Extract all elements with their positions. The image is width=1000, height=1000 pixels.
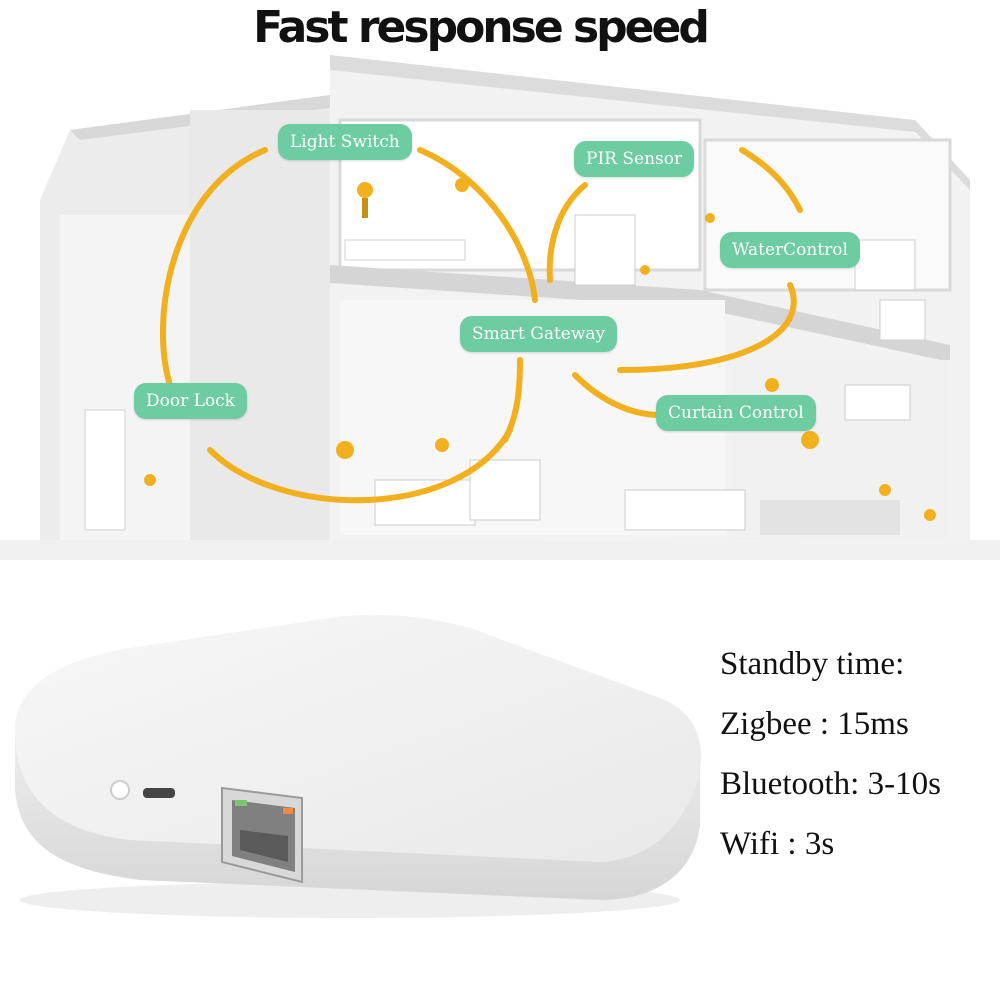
- usb-port-icon: [143, 788, 175, 798]
- reset-button-icon: [110, 780, 130, 800]
- spec-bluetooth: Bluetooth: 3-10s: [720, 766, 941, 802]
- spec-standby: Standby time:: [720, 646, 905, 682]
- node-door-lock: Door Lock: [134, 383, 247, 419]
- spec-wifi: Wifi : 3s: [720, 826, 835, 862]
- node-pir-sensor: PIR Sensor: [574, 141, 695, 177]
- ethernet-port-icon: [221, 786, 303, 884]
- headline: Fast response speed: [253, 2, 710, 53]
- house-illustration: [0, 55, 1000, 560]
- node-curtain-control: Curtain Control: [656, 395, 816, 431]
- node-smart-gateway: Smart Gateway: [460, 316, 618, 352]
- spec-zigbee: Zigbee : 15ms: [720, 706, 909, 742]
- gateway-device: [15, 614, 702, 918]
- node-water-control: WaterControl: [720, 232, 860, 268]
- node-light-switch: Light Switch: [278, 124, 412, 160]
